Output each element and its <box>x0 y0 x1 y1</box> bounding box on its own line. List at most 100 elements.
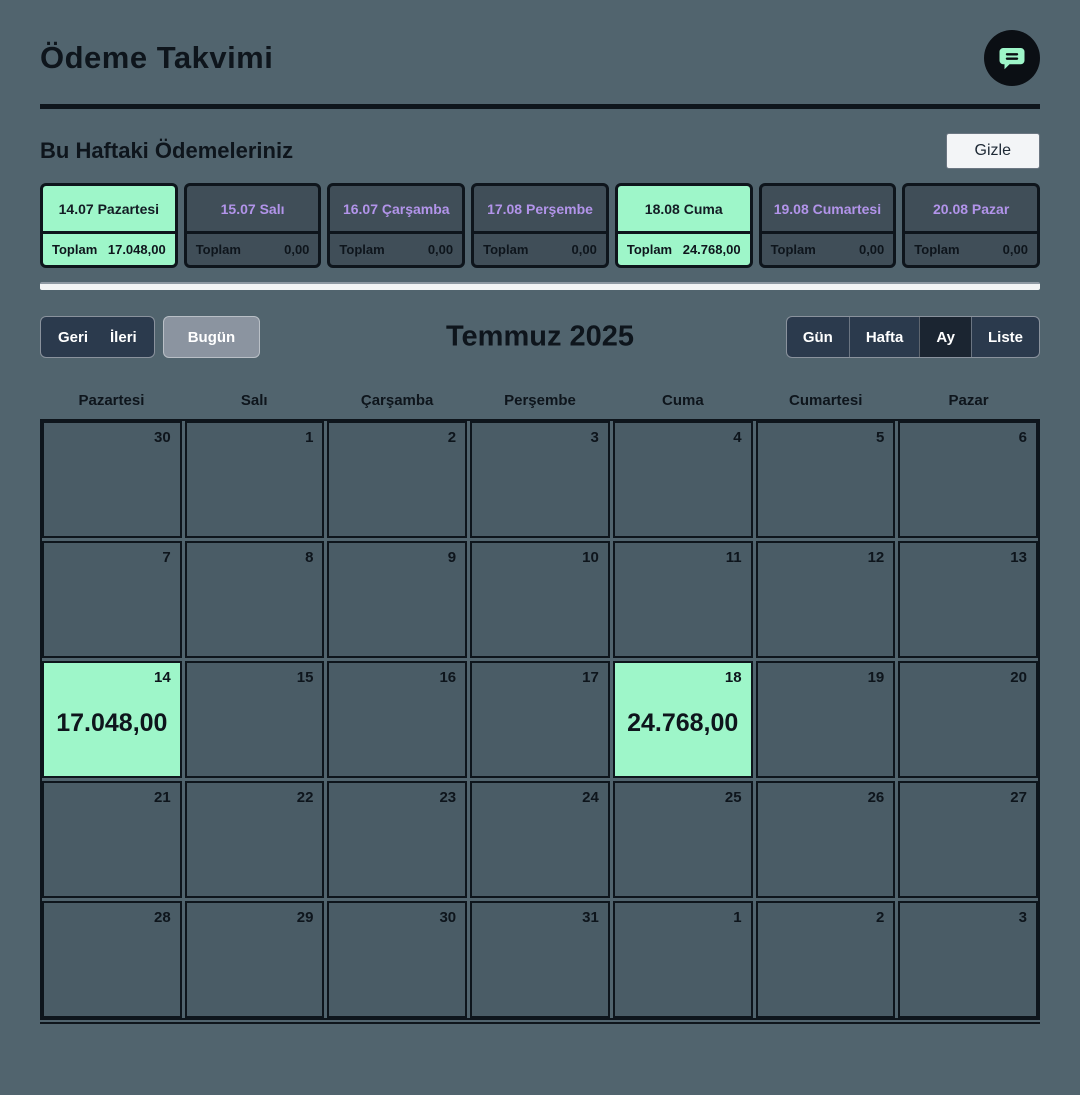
week-day-card[interactable]: 15.07 Salı Toplam 0,00 <box>183 183 322 268</box>
today-button[interactable]: Bugün <box>162 316 261 358</box>
day-total-amount: 17.048,00 <box>56 709 168 737</box>
calendar-grid: 30 1 2 3 4 5 6 7 8 9 10 11 12 13 14 17.0… <box>40 419 1040 1020</box>
calendar-day-cell[interactable]: 15 <box>184 661 325 778</box>
week-day-card[interactable]: 20.08 Pazar Toplam 0,00 <box>902 183 1040 268</box>
weekday-label: Pazar <box>948 392 989 409</box>
total-amount: 17.048,00 <box>107 242 166 257</box>
week-day-card-total-row: Toplam 0,00 <box>905 231 1037 265</box>
calendar-day-cell[interactable]: 11 <box>612 541 753 658</box>
day-number: 23 <box>439 789 457 806</box>
day-number: 10 <box>582 549 599 566</box>
calendar-day-cell[interactable]: 17 <box>470 661 610 778</box>
grid-bottom-line <box>40 1022 1040 1024</box>
back-button[interactable]: Geri <box>47 319 99 356</box>
calendar-day-cell[interactable]: 2 <box>755 901 896 1018</box>
day-number: 15 <box>296 669 314 686</box>
total-label: Toplam <box>483 242 529 257</box>
calendar-day-cell[interactable]: 24 <box>470 781 610 898</box>
day-number: 4 <box>733 429 742 446</box>
calendar-day-cell[interactable]: 3 <box>470 421 610 538</box>
section-divider <box>40 282 1040 290</box>
day-number: 17 <box>582 669 599 686</box>
weekday-label: Cuma <box>662 392 704 409</box>
calendar-day-cell[interactable]: 18 24.768,00 <box>612 661 753 778</box>
week-day-card-date: 14.07 Pazartesi <box>58 200 160 217</box>
calendar-day-cell[interactable]: 12 <box>755 541 896 658</box>
calendar-day-cell[interactable]: 7 <box>42 541 182 658</box>
week-day-card-total-row: Toplam 17.048,00 <box>43 231 175 265</box>
calendar-day-cell[interactable]: 30 <box>327 901 468 1018</box>
week-day-card-date: 19.08 Cumartesi <box>773 200 882 217</box>
calendar-day-cell[interactable]: 5 <box>755 421 896 538</box>
day-number: 2 <box>875 909 885 926</box>
forward-button[interactable]: İleri <box>99 319 148 356</box>
week-day-card-total-row: Toplam 0,00 <box>761 231 894 265</box>
day-number: 26 <box>867 789 885 806</box>
calendar-day-cell[interactable]: 6 <box>898 421 1038 538</box>
total-amount: 0,00 <box>571 242 597 257</box>
week-day-card[interactable]: 18.08 Cuma Toplam 24.768,00 <box>614 183 753 268</box>
week-day-card[interactable]: 17.08 Perşembe Toplam 0,00 <box>471 183 609 268</box>
week-day-card-total-row: Toplam 0,00 <box>474 231 606 265</box>
calendar-day-cell[interactable]: 3 <box>898 901 1038 1018</box>
total-label: Toplam <box>626 242 673 257</box>
day-total-amount: 24.768,00 <box>627 709 739 737</box>
calendar-day-cell[interactable]: 13 <box>898 541 1038 658</box>
calendar-day-cell[interactable]: 1 <box>184 421 325 538</box>
total-label: Toplam <box>195 242 241 257</box>
day-number: 3 <box>590 429 599 446</box>
calendar-day-cell[interactable]: 10 <box>470 541 610 658</box>
calendar-day-cell[interactable]: 1 <box>612 901 753 1018</box>
day-number: 28 <box>154 909 171 926</box>
week-day-card[interactable]: 19.08 Cumartesi Toplam 0,00 <box>758 183 897 268</box>
page-title: Ödeme Takvimi <box>40 40 274 75</box>
calendar-day-cell[interactable]: 26 <box>755 781 896 898</box>
toolbar-left: Geri İleri Bugün <box>40 316 261 358</box>
calendar-day-cell[interactable]: 29 <box>184 901 325 1018</box>
week-day-card[interactable]: 16.07 Çarşamba Toplam 0,00 <box>327 183 466 268</box>
calendar-day-cell[interactable]: 9 <box>327 541 468 658</box>
calendar-day-cell[interactable]: 19 <box>755 661 896 778</box>
week-day-card[interactable]: 14.07 Pazartesi Toplam 17.048,00 <box>40 183 178 268</box>
day-number: 2 <box>447 429 457 446</box>
calendar-day-cell[interactable]: 20 <box>898 661 1038 778</box>
view-tab-gün[interactable]: Gün <box>787 317 849 357</box>
week-section-title: Bu Haftaki Ödemeleriniz <box>40 138 294 163</box>
calendar-day-cell[interactable]: 4 <box>612 421 753 538</box>
calendar-day-cell[interactable]: 28 <box>42 901 182 1018</box>
calendar-day-cell[interactable]: 27 <box>898 781 1038 898</box>
calendar-day-cell[interactable]: 23 <box>327 781 468 898</box>
calendar-day-cell[interactable]: 16 <box>327 661 468 778</box>
day-number: 27 <box>1010 789 1027 806</box>
header-divider <box>40 104 1040 109</box>
weekday-label: Salı <box>240 392 268 409</box>
header: Ödeme Takvimi <box>40 28 1040 88</box>
view-tab-liste[interactable]: Liste <box>970 317 1039 357</box>
week-section-header: Bu Haftaki Ödemeleriniz Gizle <box>40 133 1040 169</box>
total-amount: 0,00 <box>427 242 454 257</box>
total-amount: 0,00 <box>858 242 885 257</box>
calendar-day-cell[interactable]: 30 <box>42 421 182 538</box>
weekday-label: Cumartesi <box>789 392 863 409</box>
view-tab-hafta[interactable]: Hafta <box>848 317 920 357</box>
calendar-day-cell[interactable]: 21 <box>42 781 182 898</box>
calendar-day-cell[interactable]: 22 <box>184 781 325 898</box>
calendar-day-cell[interactable]: 31 <box>470 901 610 1018</box>
chat-button[interactable] <box>984 30 1040 86</box>
week-day-card-date: 17.08 Perşembe <box>487 200 593 217</box>
view-tab-ay[interactable]: Ay <box>919 317 971 357</box>
day-number: 18 <box>724 669 742 686</box>
calendar-day-cell[interactable]: 2 <box>327 421 468 538</box>
day-number: 30 <box>154 429 171 446</box>
calendar-day-cell[interactable]: 8 <box>184 541 325 658</box>
day-number: 19 <box>867 669 885 686</box>
calendar-day-cell[interactable]: 25 <box>612 781 753 898</box>
day-number: 11 <box>725 549 742 566</box>
calendar-day-cell[interactable]: 14 17.048,00 <box>42 661 182 778</box>
hide-button[interactable]: Gizle <box>945 133 1040 169</box>
week-day-card-total-row: Toplam 0,00 <box>330 231 463 265</box>
week-day-card-total-row: Toplam 0,00 <box>186 231 319 265</box>
